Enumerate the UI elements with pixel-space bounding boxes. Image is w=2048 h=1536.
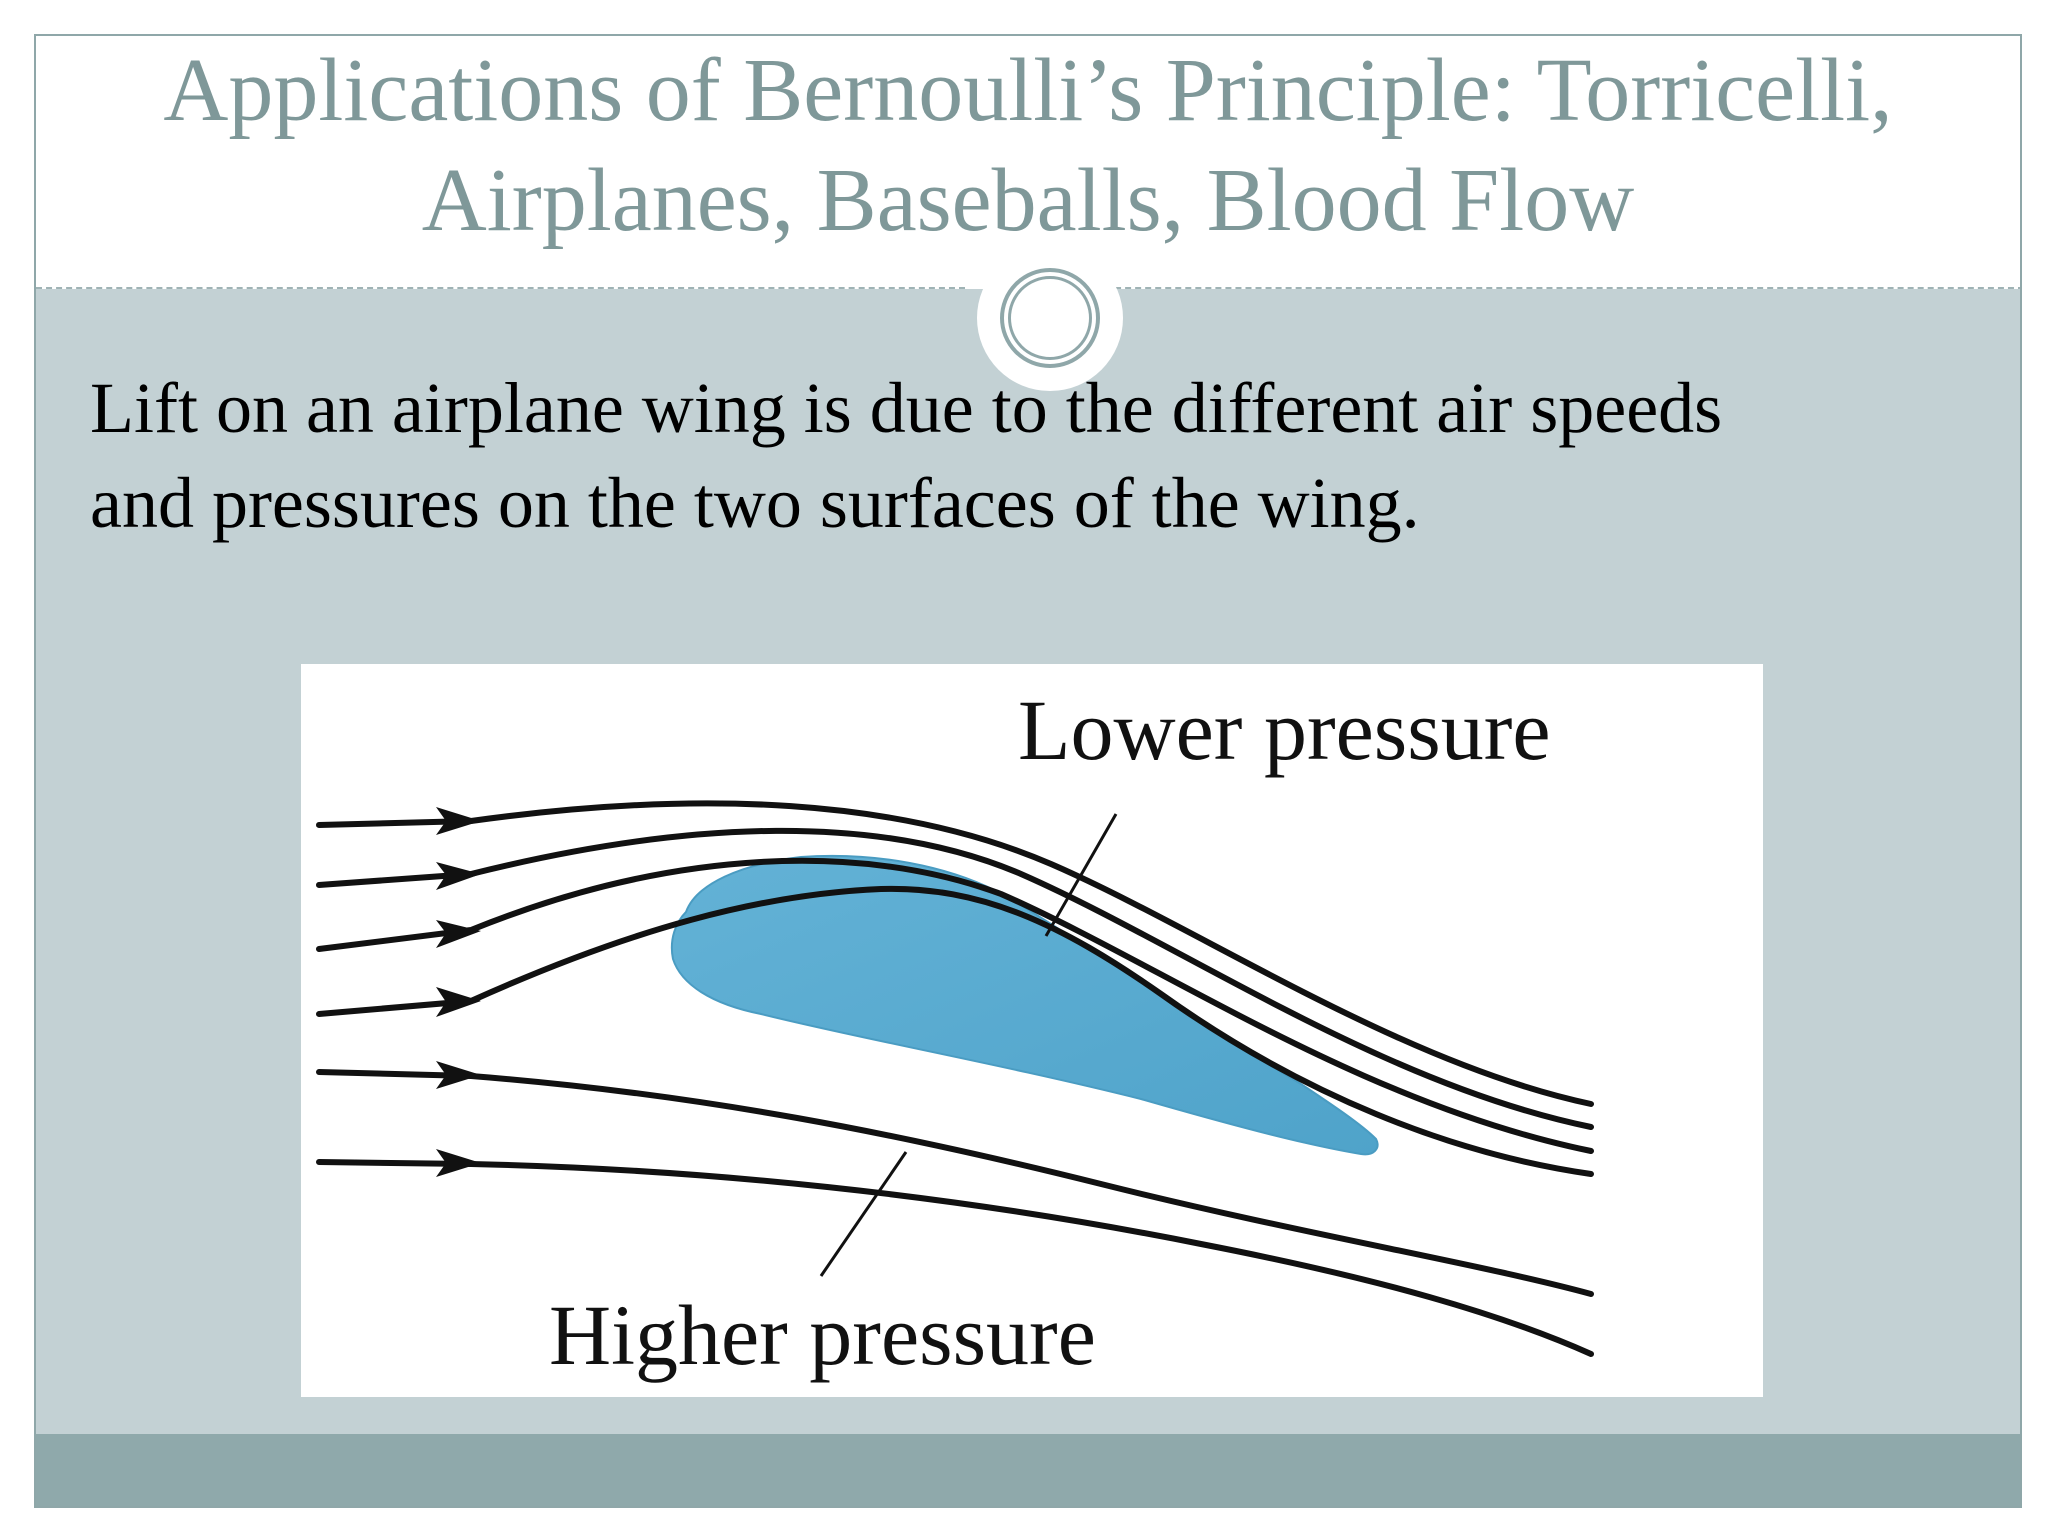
streamline-5 bbox=[316, 1069, 1594, 1297]
title-divider-left bbox=[36, 287, 965, 289]
streamline-4 bbox=[316, 885, 1594, 1177]
higher-pressure-label: Higher pressure bbox=[549, 1287, 1096, 1383]
arrowhead-5 bbox=[436, 1061, 481, 1089]
title-divider-right bbox=[1095, 287, 2020, 289]
ornament-outer-ring bbox=[1000, 268, 1100, 368]
airfoil-diagram: Lower pressure Higher pressure bbox=[301, 664, 1763, 1397]
streamline-1 bbox=[316, 800, 1594, 1107]
title-circle-ornament bbox=[977, 245, 1123, 391]
airfoil-diagram-svg: Lower pressure Higher pressure bbox=[316, 682, 1594, 1383]
title-line-2: Airplanes, Baseballs, Blood Flow bbox=[421, 151, 1635, 250]
body-line-2: and pressures on the two surfaces of the… bbox=[90, 463, 1420, 543]
title-area: Applications of Bernoulli’s Principle: T… bbox=[36, 36, 2020, 289]
lower-pressure-leader bbox=[1044, 813, 1118, 937]
arrowhead-4 bbox=[436, 987, 481, 1017]
title-line-1: Applications of Bernoulli’s Principle: T… bbox=[163, 41, 1893, 140]
streamline-3 bbox=[316, 857, 1594, 1154]
streamline-arrowheads bbox=[436, 807, 481, 1177]
arrowhead-3 bbox=[436, 920, 481, 948]
airfoil-wing bbox=[670, 854, 1379, 1156]
lower-pressure-label: Lower pressure bbox=[1018, 682, 1551, 778]
ornament-inner-ring bbox=[1008, 276, 1092, 360]
streamline-2 bbox=[316, 827, 1594, 1130]
streamline-6 bbox=[316, 1159, 1594, 1357]
higher-pressure-leader bbox=[819, 1151, 908, 1277]
arrowhead-2 bbox=[436, 862, 481, 890]
slide-title: Applications of Bernoulli’s Principle: T… bbox=[36, 36, 2020, 256]
body-line-1: Lift on an airplane wing is due to the d… bbox=[90, 368, 1723, 448]
slide: Applications of Bernoulli’s Principle: T… bbox=[34, 34, 2022, 1508]
body-text: Lift on an airplane wing is due to the d… bbox=[90, 361, 1970, 551]
arrowhead-6 bbox=[436, 1149, 481, 1177]
footer-bar bbox=[36, 1434, 2020, 1506]
arrowhead-1 bbox=[436, 807, 481, 835]
